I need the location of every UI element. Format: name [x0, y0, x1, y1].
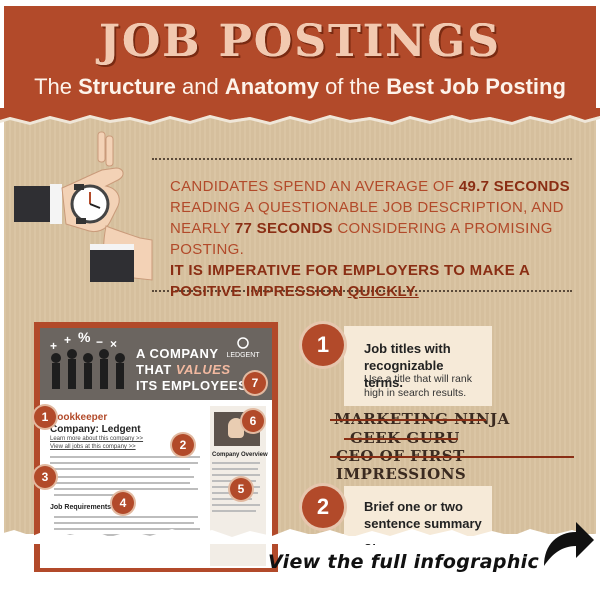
text-line	[50, 468, 190, 470]
text-line	[50, 462, 198, 464]
stat-value-2: 77 seconds	[234, 220, 333, 237]
employees-silhouette: + + % − ×	[50, 329, 125, 389]
strikethrough	[344, 438, 458, 440]
marker-2: 2	[172, 434, 194, 456]
svg-text:×: ×	[110, 337, 117, 351]
tip-card-1	[344, 326, 492, 406]
employee-face	[228, 418, 244, 438]
header-banner: JOB POSTINGS The Structure and Anatomy o…	[4, 6, 596, 114]
marker-6: 6	[242, 410, 264, 432]
svg-text:+: +	[50, 339, 57, 353]
stat-callout: Candidates spend an average of 49.7 seco…	[152, 158, 572, 300]
text-line	[54, 494, 114, 496]
hero-line-1: A COMPANY	[136, 346, 219, 361]
svg-text:−: −	[96, 335, 103, 349]
infographic-subtitle: The Structure and Anatomy of the Best Jo…	[34, 74, 566, 99]
text-line	[50, 456, 200, 458]
tip-title-1: Job titles with recognizable terms.	[364, 341, 451, 390]
posting-job-title: Bookkeeper	[50, 412, 108, 423]
text-line	[54, 482, 190, 484]
logo-mark-icon	[237, 337, 249, 349]
stat-text: Candidates spend an average of 49.7 seco…	[170, 178, 570, 300]
stat-value-1: 49.7 seconds	[458, 178, 570, 195]
text-line	[54, 522, 194, 524]
marker-3: 3	[34, 466, 56, 488]
text-line	[54, 476, 194, 478]
marker-4: 4	[112, 492, 134, 514]
torn-edge-bottom	[0, 529, 600, 544]
strikethrough	[330, 419, 486, 421]
learn-more-link[interactable]: Learn more about this company >>	[50, 436, 144, 442]
text-line	[54, 534, 174, 536]
sample-posting: + + % − × A COMPANY THAT VALUES ITS EMPL…	[34, 322, 278, 572]
text-line	[212, 468, 258, 470]
marker-5: 5	[230, 478, 252, 500]
hand-watch-illustration	[14, 131, 153, 282]
torn-edge-top	[0, 108, 600, 125]
tip-card-2	[344, 486, 492, 536]
view-jobs-link[interactable]: View all jobs at this company >>	[50, 444, 136, 450]
marker-1: 1	[34, 406, 56, 428]
tip-number-2: 2	[302, 486, 344, 528]
curved-arrow-icon[interactable]	[540, 514, 596, 570]
requirements-heading: Job Requirements	[50, 504, 112, 511]
stat-emphasis: It is imperative for employers to make a	[170, 262, 531, 279]
infographic-title: JOB POSTINGS	[99, 16, 501, 67]
text-line	[212, 462, 260, 464]
overview-heading: Company Overview	[212, 452, 268, 458]
hero-line-2: THAT VALUES	[136, 362, 231, 377]
text-line	[54, 516, 198, 518]
slogan-3: CEO OF FIRST IMPRESSIONS	[336, 447, 467, 483]
stat-emphasis-2: positive impression quickly.	[170, 283, 419, 300]
text-line	[212, 510, 256, 512]
svg-text:+: +	[64, 333, 71, 347]
hero-line-3: ITS EMPLOYEES	[136, 378, 248, 393]
tip-description-1: Use a title that will rank high in searc…	[364, 373, 472, 399]
text-line	[54, 488, 198, 490]
marker-7: 7	[244, 372, 266, 394]
svg-text:%: %	[78, 329, 91, 345]
tip-number-1: 1	[302, 324, 344, 366]
posting-hero: + + % − × A COMPANY THAT VALUES ITS EMPL…	[40, 328, 272, 400]
view-full-infographic-link[interactable]: View the full infographic	[268, 551, 540, 573]
text-line	[212, 504, 260, 506]
text-line	[212, 498, 252, 500]
strikethrough	[330, 456, 574, 458]
company-logo: LEDGENT	[222, 336, 264, 359]
text-line	[54, 528, 200, 530]
text-line	[212, 474, 260, 476]
posting-company: Company: Ledgent	[50, 424, 141, 435]
